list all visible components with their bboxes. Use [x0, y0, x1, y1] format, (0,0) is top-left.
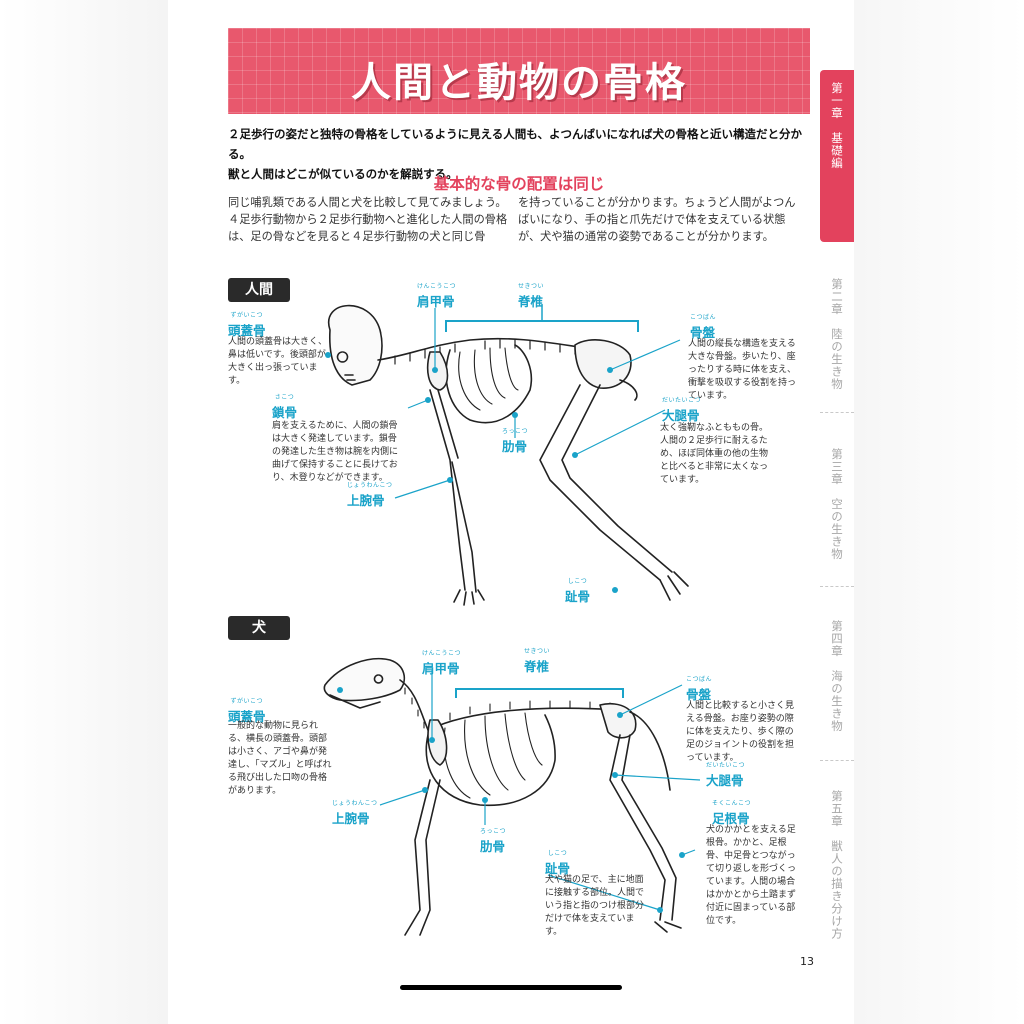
tab-divider: [820, 412, 854, 413]
tab-chapter-1[interactable]: 第一章 基礎編: [820, 70, 854, 242]
human-scapula-term: けんこうこつ肩甲骨: [417, 283, 457, 309]
body-column-1: 同じ哺乳類である人間と犬を比較して見てみましょう。４足歩行動物から２足歩行動物へ…: [228, 196, 508, 243]
dog-phalanx-desc: 犬や猫の足で、主に地面に接触する部位。人間でいう指と指のつけ根部分だけで体を支え…: [545, 875, 645, 937]
human-clavicle-desc: 肩を支えるために、人間の鎖骨は大きく発達しています。鎖骨の発達した生き物は腕を内…: [272, 421, 399, 483]
dog-spine-term: せきつい脊椎: [524, 648, 551, 674]
tab-divider: [820, 586, 854, 587]
human-rib-term: ろっこつ肋骨: [502, 428, 529, 454]
dog-skull-term: ずがいこつ頭蓋骨: [228, 698, 266, 724]
intro-text: ２足歩行の姿だと独特の骨格をしているように見える人間も、よつんばいになれば犬の骨…: [228, 124, 818, 184]
body-column-2: を持っていることが分かります。ちょうど人間がよつんばいになり、手の指と爪先だけで…: [518, 196, 796, 243]
human-phalanx-term: しこつ趾骨: [565, 578, 591, 604]
dog-humerus-term: じょうわんこつ上腕骨: [332, 800, 378, 826]
tab-chapter-2[interactable]: 第二章 陸の生き物: [830, 278, 844, 391]
tab-chapter-5[interactable]: 第五章 獣人の描き分け方: [830, 790, 844, 940]
human-section-label: 人間: [228, 278, 290, 302]
dog-femur-term: だいたいこつ大腿骨: [706, 762, 746, 788]
tab-chapter-4[interactable]: 第四章 海の生き物: [830, 620, 844, 733]
page: [168, 20, 854, 988]
human-spine-term: せきつい脊椎: [518, 283, 545, 309]
title-banner: 人間と動物の骨格: [228, 28, 810, 114]
human-humerus-term: じょうわんこつ上腕骨: [347, 482, 393, 508]
dog-scapula-term: けんこうこつ肩甲骨: [422, 650, 462, 676]
human-spine-bracket: [445, 304, 639, 332]
human-skeleton-illustration: [325, 304, 689, 606]
right-margin: [854, 0, 1024, 1024]
dog-section-label: 犬: [228, 616, 290, 640]
dog-pelvis-desc: 人間と比較すると小さく見える骨盤。お座り姿勢の際に体を支えたり、歩く際の足のジョ…: [686, 701, 795, 763]
dog-tarsus-desc: 犬のかかとを支える足根骨。かかと、足根骨、中足骨とつながって切り返しを形づくって…: [706, 825, 797, 926]
home-indicator[interactable]: [400, 985, 622, 990]
human-femur-term: だいたいこつ大腿骨: [662, 397, 702, 423]
human-pelvis-term: こつばん骨盤: [690, 314, 717, 340]
human-femur-desc: 太く強靭なふとももの骨。人間の２足歩行に耐えるため、ほぼ同体重の他の生物と比べる…: [660, 423, 769, 485]
dog-skeleton-illustration: [323, 658, 701, 936]
human-skull-term: ずがいこつ頭蓋骨: [228, 312, 266, 338]
dog-pelvis-term: こつばん骨盤: [686, 676, 713, 702]
intro-line-1: ２足歩行の姿だと独特の骨格をしているように見える人間も、よつんばいになれば犬の骨…: [228, 127, 802, 161]
left-margin: [0, 0, 168, 1024]
human-skull-desc: 人間の頭蓋骨は大きく、鼻は低いです。後頭部が大きく出っ張っています。: [228, 337, 328, 386]
section-subheading: 基本的な骨の配置は同じ: [433, 175, 605, 193]
tab-chapter-3[interactable]: 第三章 空の生き物: [830, 448, 844, 561]
dog-phalanx-term: しこつ趾骨: [545, 850, 571, 876]
tab-divider: [820, 760, 854, 761]
human-clavicle-term: さこつ鎖骨: [272, 394, 298, 420]
dog-tarsus-term: そくこんこつ足根骨: [712, 800, 752, 826]
dog-rib-term: ろっこつ肋骨: [480, 828, 507, 854]
intro-line-2: 獣と人間はどこが似ているのかを解説する。: [228, 167, 458, 181]
page-number: 13: [800, 955, 814, 968]
human-pelvis-desc: 人間の縦長な構造を支える大きな骨盤。歩いたり、座ったりする時に体を支え、衝撃を吸…: [688, 339, 797, 401]
page-title: 人間と動物の骨格: [351, 59, 687, 106]
dog-spine-bracket: [455, 688, 624, 698]
dog-skull-desc: 一般的な動物に見られる、横長の頭蓋骨。頭部は小さく、アゴや鼻が発達し、「マズル」…: [228, 721, 332, 796]
